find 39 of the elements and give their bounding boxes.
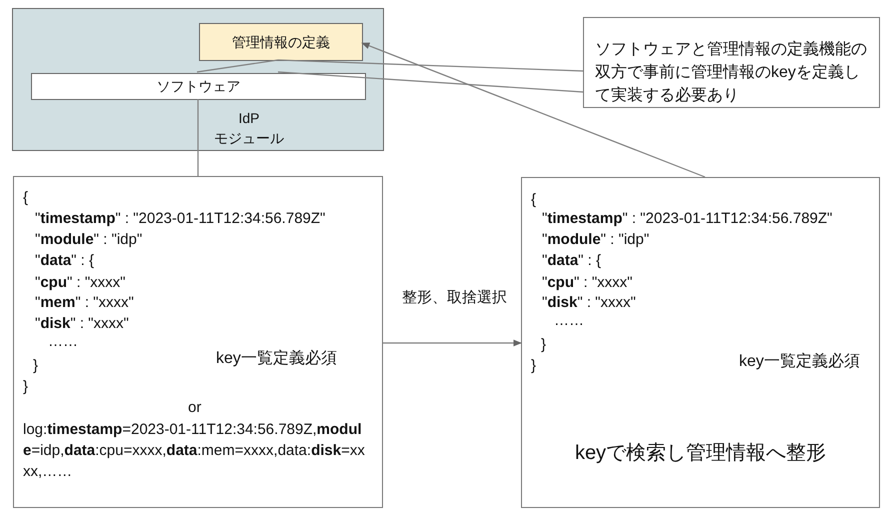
code-line: "cpu" : "xxxx" (542, 273, 632, 293)
code-line: "mem" : "xxxx" (35, 293, 134, 313)
code-line: …… (554, 311, 584, 331)
arrow (361, 42, 706, 178)
box-label: 管理情報の定義 (231, 33, 331, 52)
connector-line (197, 99, 199, 176)
note-text: key一覧定義必須 (216, 349, 337, 369)
callout-box (583, 17, 880, 108)
code-line: } (541, 335, 546, 355)
code-line: "timestamp" : "2023-01-11T12:34:56.789Z" (542, 209, 832, 229)
code-line: "data" : { (35, 251, 94, 271)
connector-line (278, 59, 584, 72)
code-line: } (531, 356, 536, 376)
box-label: ソフトウェア (156, 77, 242, 96)
connector-line (278, 71, 584, 93)
code-line: { (23, 188, 28, 208)
definition-box (199, 23, 363, 61)
software-box (31, 73, 366, 100)
code-text: log:timestamp=2023-01-11T12:34:56.789Z,module=idp,data:cpu=xxxx,data:mem=xxxx,data:disk=xxxx,…… (23, 420, 366, 482)
code-line: "timestamp" : "2023-01-11T12:34:56.789Z" (35, 209, 326, 229)
callout-text: ソフトウェアと管理情報の定義機能の双方で事前に管理情報のkeyを定義して実装する必要あり (595, 40, 868, 106)
code-line: "disk" : "xxxx" (542, 293, 636, 313)
module-label: IdP モジュール (213, 109, 285, 148)
code-line: { (531, 190, 536, 210)
code-line: …… (48, 332, 78, 352)
code-line: } (33, 356, 38, 376)
module-panel (12, 8, 384, 151)
arrow (383, 340, 522, 346)
log-panel (521, 177, 880, 508)
code-line: "disk" : "xxxx" (35, 314, 129, 334)
log-panel (13, 176, 383, 508)
separator-text: or (188, 398, 202, 418)
note-text: key一覧定義必須 (739, 352, 860, 372)
code-line: } (23, 377, 28, 397)
code-line: "module" : "idp" (542, 230, 650, 250)
code-line: "cpu" : "xxxx" (35, 273, 126, 293)
code-line: "data" : { (542, 251, 602, 271)
code-line: "module" : "idp" (35, 230, 142, 250)
note-text: keyで検索し管理情報へ整形 (574, 441, 828, 466)
